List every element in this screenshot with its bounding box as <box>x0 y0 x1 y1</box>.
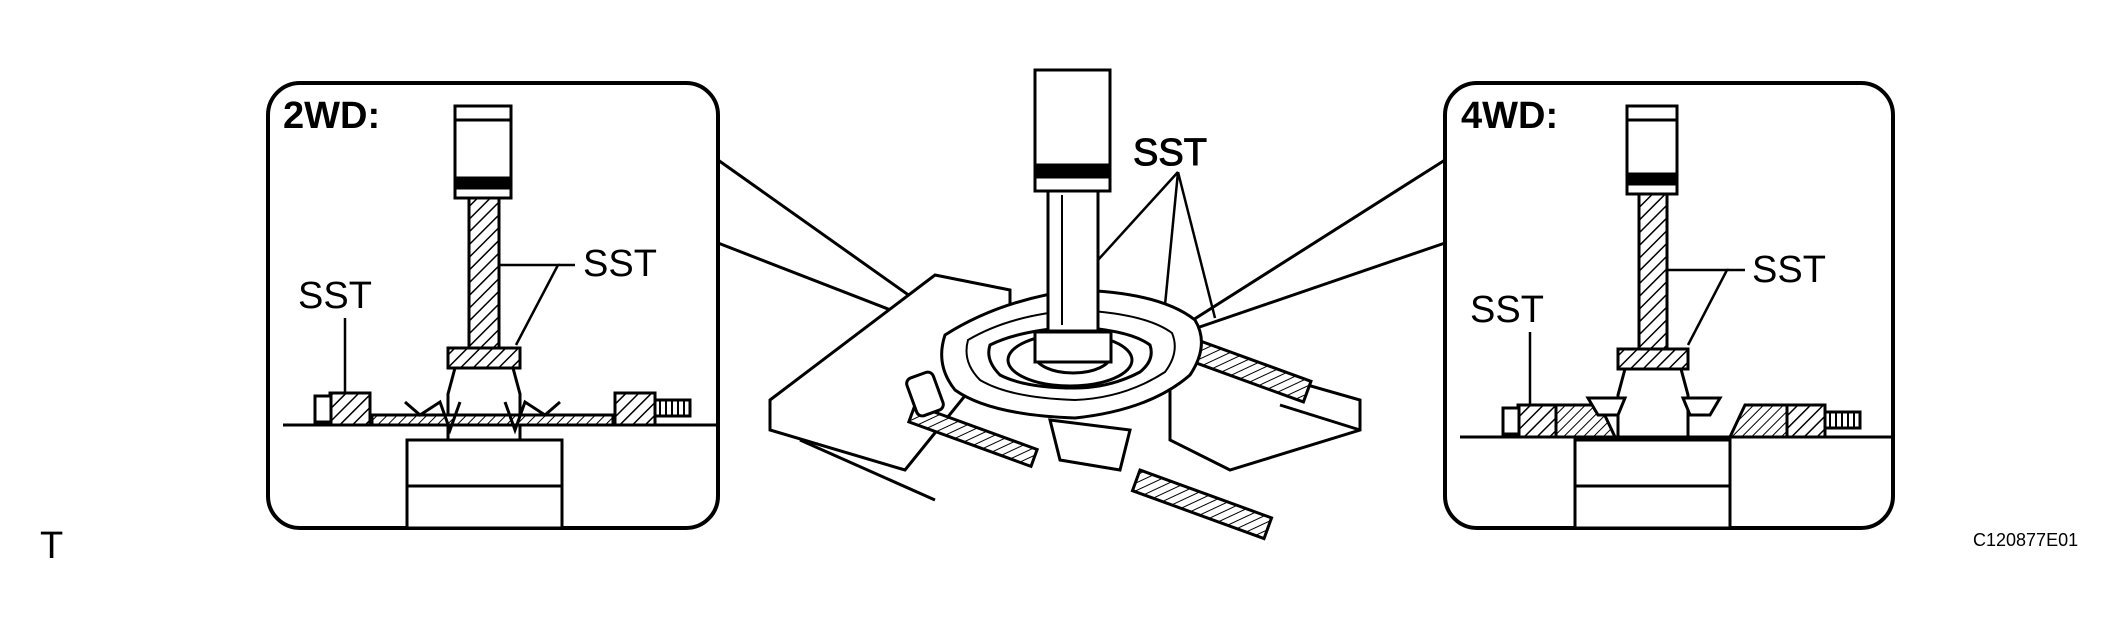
leader-lines-center <box>1097 171 1217 319</box>
collar-4wd <box>1616 347 1690 371</box>
figure-code: C120877E01 <box>1973 530 2078 550</box>
shaft-4wd <box>1637 192 1669 351</box>
panel-2wd: 2WD: SST SST <box>266 81 720 530</box>
panel-2wd-label-sst-right: SST <box>583 243 657 285</box>
press-ram-2wd <box>453 104 513 200</box>
shaft-2wd <box>467 196 501 350</box>
collar-2wd <box>446 346 522 370</box>
corner-mark: T <box>40 525 63 567</box>
callout-line-right-bottom <box>1184 241 1446 334</box>
callout-line-right-top <box>1184 158 1446 327</box>
leader-lines-4wd <box>1528 268 1745 405</box>
press-ram-4wd <box>1625 104 1679 196</box>
press-shaft <box>1033 68 1113 375</box>
panel-4wd-label-sst-left: SST <box>1470 289 1544 331</box>
panel-4wd: 4WD: SST SST <box>1443 81 1895 530</box>
bearing-separator-4wd <box>1501 396 1862 439</box>
center-assembly: SST <box>717 68 1446 541</box>
panel-2wd-title: 2WD: <box>283 95 380 137</box>
center-label-sst: SST <box>1133 132 1207 174</box>
leader-lines-2wd <box>343 263 575 393</box>
panel-4wd-title: 4WD: <box>1461 95 1558 137</box>
bearing-separator-2wd <box>313 391 692 435</box>
hub-4wd <box>1573 367 1732 530</box>
panel-2wd-label-sst-left: SST <box>298 275 372 317</box>
panel-4wd-label-sst-right: SST <box>1752 249 1826 291</box>
